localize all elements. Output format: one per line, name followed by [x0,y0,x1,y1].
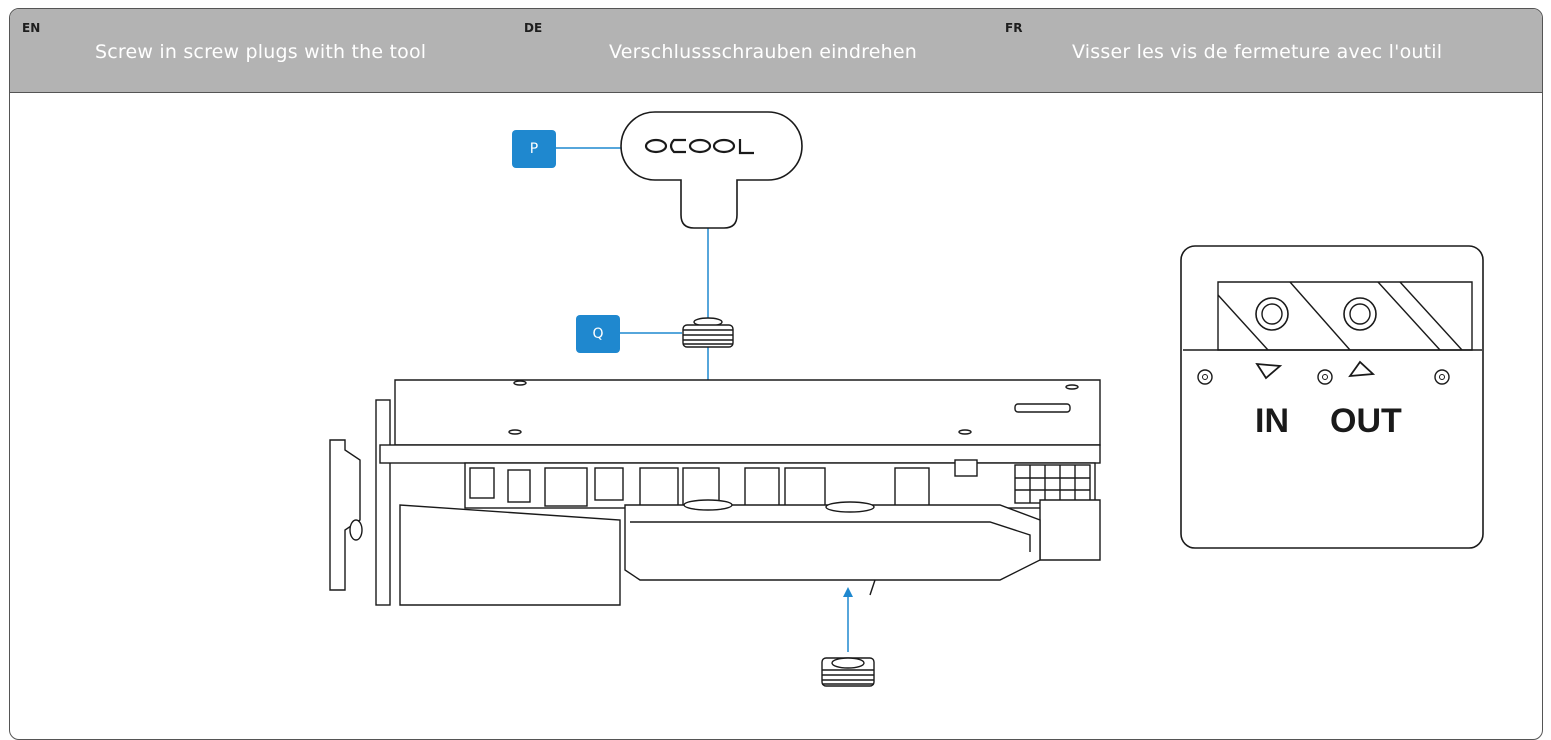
step-title-fr: Visser les vis de fermeture avec l'outil [1072,41,1443,63]
lang-code-de: DE [524,21,543,35]
step-title-de: Verschlussschrauben eindrehen [609,41,917,63]
graphics-card-illustration [329,379,1101,606]
screw-plug-icon [682,317,734,348]
lang-code-en: EN [22,21,41,35]
alphacool-logo [644,138,754,155]
outlet-label: OUT [1330,402,1402,440]
inlet-label: IN [1255,402,1289,440]
step-title-en: Screw in screw plugs with the tool [95,41,427,63]
port-detail-inset: IN OUT [1180,245,1484,549]
screw-hole-icon [1434,369,1450,385]
inflow-arrow-icon [1255,362,1283,380]
tool-wrench-icon [620,111,803,229]
arrow-up-icon [843,587,853,597]
screw-plug-bottom-icon [821,657,875,687]
callout-badge-q: Q [576,315,620,353]
callout-badge-p: P [512,130,556,168]
screw-hole-icon [1197,369,1213,385]
step-header: EN Screw in screw plugs with the tool DE… [10,9,1542,93]
assembly-illustration: IN OUT [329,111,1484,687]
lang-code-fr: FR [1005,21,1023,35]
screw-hole-icon [1317,369,1333,385]
outflow-arrow-icon [1348,360,1376,378]
